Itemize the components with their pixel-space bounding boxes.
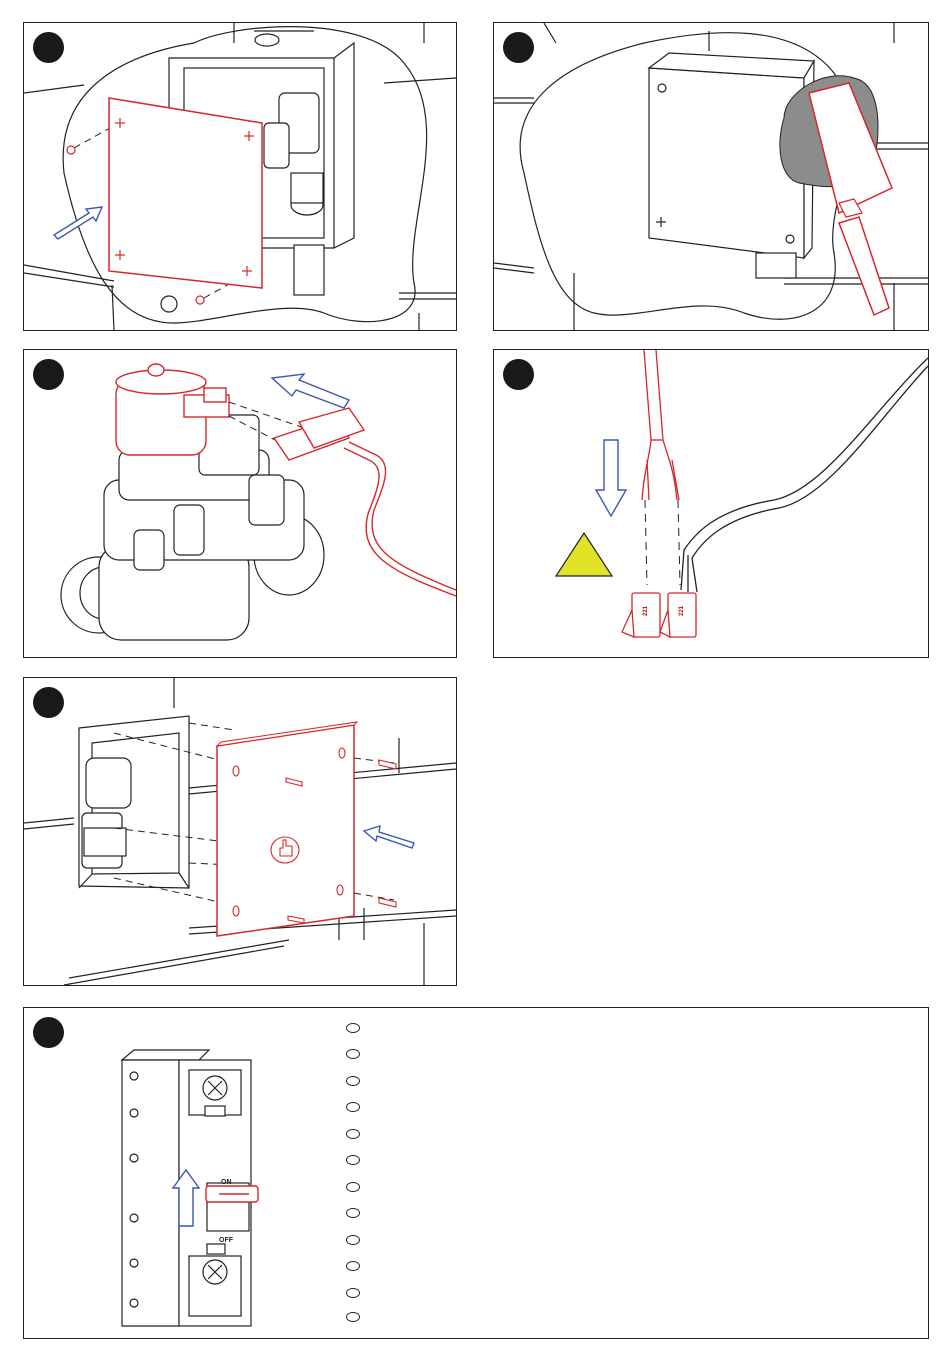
step-badge-3 <box>33 359 64 390</box>
step-badge-5 <box>33 687 64 718</box>
step-badge-4 <box>503 359 534 390</box>
step-2-panel <box>493 22 929 331</box>
clip-label-left: 221 <box>643 605 649 616</box>
step-1-panel <box>23 22 457 331</box>
step-badge-2 <box>503 32 534 63</box>
language-item-2[interactable] <box>346 1049 360 1059</box>
language-item-9[interactable] <box>346 1235 360 1245</box>
language-item-3[interactable] <box>346 1076 360 1086</box>
step-5-panel <box>23 677 457 986</box>
language-item-5[interactable] <box>346 1129 360 1139</box>
language-item-6[interactable] <box>346 1155 360 1165</box>
language-item-7[interactable] <box>346 1182 360 1192</box>
warning-icon <box>556 533 612 576</box>
step-badge-6 <box>33 1017 64 1048</box>
step-badge-1 <box>33 32 64 63</box>
language-item-12[interactable] <box>346 1312 360 1322</box>
step-5-illustration <box>24 678 456 985</box>
step-3-illustration <box>24 350 456 657</box>
clip-label-right: 221 <box>679 605 685 616</box>
step-6-panel: ON OFF <box>23 1007 929 1339</box>
breaker-on-label: ON <box>221 1179 232 1186</box>
breaker-off-label: OFF <box>219 1237 234 1244</box>
step-4-illustration: 221 221 <box>494 350 928 657</box>
language-item-8[interactable] <box>346 1208 360 1218</box>
language-item-4[interactable] <box>346 1102 360 1112</box>
step-6-illustration: ON OFF <box>24 1008 324 1338</box>
language-item-1[interactable] <box>346 1023 360 1033</box>
language-item-10[interactable] <box>346 1261 360 1271</box>
step-4-panel: 221 221 <box>493 349 929 658</box>
step-3-panel <box>23 349 457 658</box>
step-2-illustration <box>494 23 928 330</box>
step-1-illustration <box>24 23 456 330</box>
language-item-11[interactable] <box>346 1288 360 1298</box>
